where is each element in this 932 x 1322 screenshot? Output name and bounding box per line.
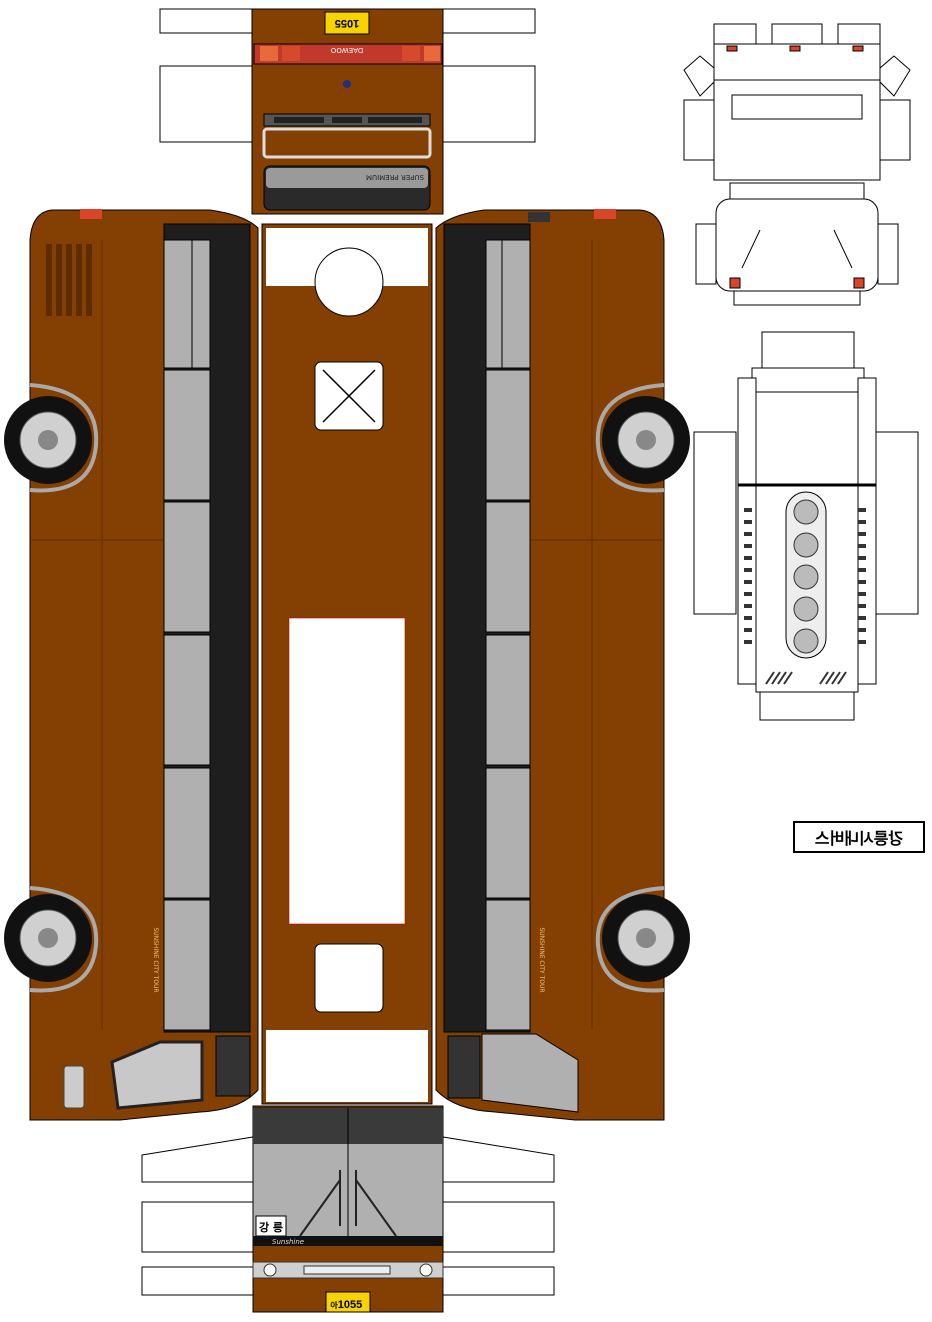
- rear-tail-light-bar: [253, 43, 443, 65]
- vent-grille-icon: [744, 508, 866, 644]
- rear-license-plate: [324, 11, 370, 35]
- front-plate-prefix: 아: [330, 1300, 338, 1310]
- wheel-icon: [4, 383, 99, 493]
- glue-tabs: [141, 8, 555, 1296]
- roof-fan-icon: [793, 499, 819, 654]
- front-face: 강 릉 Sunshine 1055 아: [252, 1105, 444, 1313]
- x-mark-icon: [322, 369, 376, 423]
- rear-bumper: [262, 127, 432, 159]
- left-window-strip: [163, 223, 251, 1033]
- roof-panel: [261, 223, 433, 1105]
- rear-emblem-icon: [343, 80, 351, 88]
- front-license-plate: [325, 1291, 371, 1313]
- right-door: [481, 1033, 579, 1113]
- engine-vent-icon: [46, 244, 92, 316]
- rear-brand-text: DAEWOO: [330, 46, 363, 54]
- left-side-script: SUNSHINE CITY TOUR: [152, 927, 159, 992]
- headlight-icon: [419, 1263, 433, 1277]
- front-model-script: Sunshine: [272, 1238, 304, 1246]
- roof-unit-part-top: [683, 23, 911, 181]
- roof-hatch-rear: [314, 943, 384, 1013]
- wheel-icon: [595, 886, 690, 993]
- right-window-strip: [443, 223, 531, 1033]
- left-fuel-cap: [63, 1065, 85, 1109]
- right-side-script: SUNSHINE CITY TOUR: [538, 927, 545, 992]
- wheel-icon: [595, 383, 690, 493]
- roof-unit-part-middle: [695, 182, 899, 306]
- rear-face: 1055 DAEWOO SUPER PREMIUM: [251, 8, 444, 215]
- wheel-icon: [4, 886, 99, 993]
- vent-grille-icon: [765, 671, 847, 685]
- left-door: [110, 1040, 204, 1110]
- wiper-icon: [299, 1170, 397, 1237]
- rear-badge-text: SUPER PREMIUM: [366, 173, 424, 181]
- route-sign: 강릉시내버스: [793, 821, 925, 853]
- roof-unit-part-bottom: [693, 331, 919, 721]
- headlight-icon: [263, 1263, 277, 1277]
- rear-plate-number: 1055: [335, 17, 359, 29]
- roof-ac-cutout: [288, 617, 406, 925]
- route-sign-text: 강릉시내버스: [815, 829, 904, 848]
- roof-hatch-round: [314, 247, 384, 317]
- front-destination-text: 강 릉: [259, 1220, 283, 1234]
- left-side-panel: SUNSHINE CITY TOUR: [4, 209, 259, 1121]
- right-side-panel: SUNSHINE CITY TOUR: [435, 209, 690, 1121]
- front-plate-number: 1055: [338, 1299, 362, 1311]
